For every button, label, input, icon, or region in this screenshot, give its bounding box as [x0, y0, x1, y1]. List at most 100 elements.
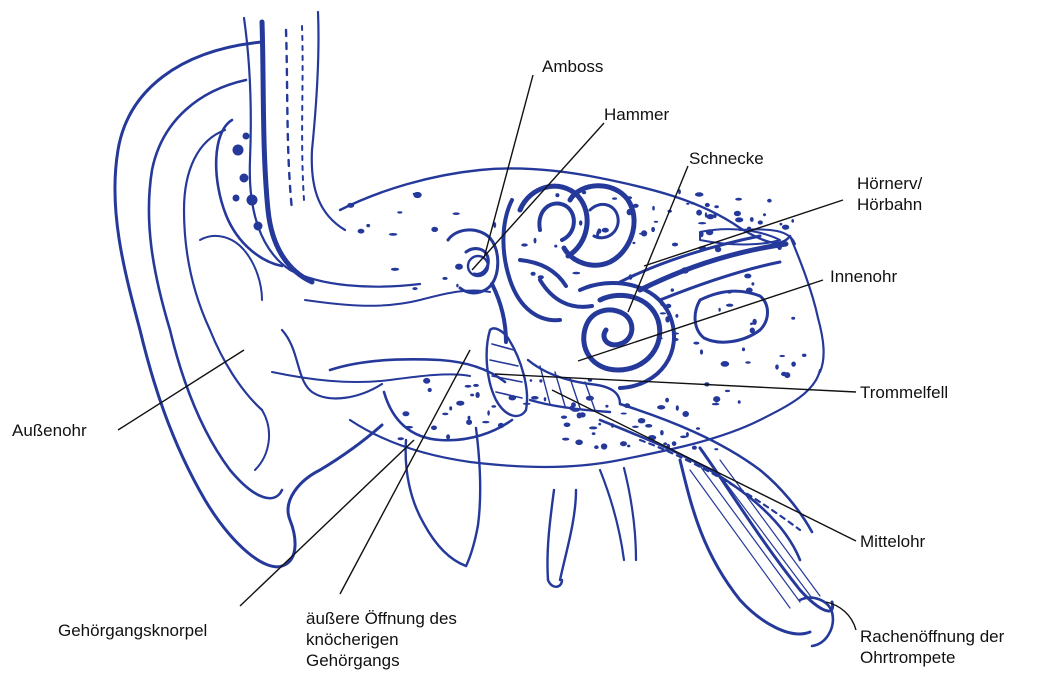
bone-speckle [745, 361, 751, 363]
bone-speckle [735, 217, 743, 222]
bone-speckle [747, 227, 751, 231]
bone-speckle [397, 211, 402, 213]
bone-speckle [676, 405, 679, 411]
bone-speckle [633, 204, 639, 208]
eustachian-tube-drawing [547, 404, 832, 646]
bone-speckle [482, 421, 489, 423]
bone-speckle [456, 284, 458, 288]
label-aussenohr: Außenohr [12, 420, 87, 441]
bone-speckle [412, 287, 417, 290]
bone-speckle [721, 361, 730, 367]
bone-speckle [641, 230, 647, 236]
bone-speckle [680, 436, 687, 439]
bone-speckle [555, 193, 559, 197]
bone-speckle [645, 424, 652, 428]
bone-speckle [750, 328, 755, 334]
bone-speckle [612, 197, 617, 199]
bone-speckle [725, 390, 730, 392]
bone-speckle [627, 196, 633, 199]
bone-speckle [686, 203, 689, 205]
bone-speckle [596, 231, 599, 237]
bone-speckle [672, 243, 678, 247]
bone-speckle [738, 400, 741, 404]
bone-speckle [791, 362, 796, 367]
bone-speckle [714, 448, 718, 450]
bone-speckle [347, 203, 354, 208]
bone-speckle [398, 437, 404, 440]
bone-speckle [366, 224, 370, 227]
bone-speckle [579, 412, 586, 417]
bone-speckle [621, 413, 627, 415]
bone-speckle [487, 410, 490, 415]
bone-speckle [572, 272, 580, 275]
bone-speckle [564, 423, 571, 428]
bone-speckle [423, 378, 430, 384]
label-oeffnung-line3: Gehörgangs [306, 650, 457, 671]
bone-speckle [782, 225, 789, 230]
label-rachen-line2: Ohrtrompete [860, 647, 1004, 668]
bone-speckle [700, 349, 703, 354]
bone-speckle [775, 364, 779, 369]
bone-speckle [465, 385, 472, 388]
bone-speckle [586, 396, 594, 401]
bone-speckle [714, 205, 719, 208]
bone-speckle [654, 221, 658, 223]
bone-speckle [672, 332, 679, 334]
bone-speckle [575, 440, 583, 446]
bone-speckle [572, 409, 580, 412]
bone-speckle [715, 247, 721, 253]
bone-speckle [742, 348, 745, 352]
bone-speckle [539, 379, 542, 382]
bone-speckle [652, 206, 655, 211]
bone-speckle [718, 308, 720, 312]
bone-speckle [561, 416, 567, 419]
label-oeffnung-line2: knöcherigen [306, 629, 457, 650]
bone-speckle [779, 355, 785, 357]
bone-speckle [784, 372, 790, 378]
bone-speckle [727, 290, 732, 293]
bone-speckle [791, 317, 795, 320]
bone-speckle [660, 303, 663, 306]
bone-speckle [638, 418, 646, 423]
bone-speckle [358, 229, 365, 234]
label-hoernerv: Hörnerv/ Hörbahn [857, 173, 922, 215]
label-hammer: Hammer [604, 104, 669, 125]
bone-speckle [601, 443, 607, 449]
bone-speckle [534, 238, 537, 244]
bone-speckle [473, 384, 479, 387]
bone-speckle [632, 426, 639, 428]
leader-mittelohr [552, 390, 856, 541]
bone-speckle [657, 337, 662, 339]
bone-speckle [544, 397, 547, 401]
bone-speckle [758, 220, 763, 224]
bone-speckle [466, 419, 472, 425]
bone-speckle [624, 403, 630, 408]
bone-speckle [726, 304, 733, 307]
bone-speckle [706, 214, 714, 219]
bone-speckle [428, 388, 432, 392]
bone-speckle [431, 227, 438, 232]
bone-speckle [605, 405, 608, 408]
bone-speckle [531, 396, 539, 400]
bone-speckle [620, 441, 627, 446]
bone-speckle [663, 442, 667, 445]
bone-speckle [651, 227, 655, 232]
label-rachen-line1: Rachenöffnung der [860, 626, 1004, 647]
temporal-band-drawing [216, 12, 420, 287]
bone-speckle [705, 203, 710, 207]
temporal-bone-drawing [340, 168, 824, 467]
bone-speckle [660, 430, 664, 435]
bone-speckle [404, 426, 413, 429]
bone-speckle [592, 432, 596, 435]
bone-speckle [693, 342, 699, 345]
label-mittelohr: Mittelohr [860, 531, 925, 552]
bone-speckle [666, 304, 672, 308]
bone-speckle [455, 264, 463, 270]
bone-speckle [498, 423, 504, 428]
bone-speckle [777, 244, 782, 250]
bone-speckle [672, 441, 677, 446]
bone-speckle [413, 193, 416, 195]
bone-speckle [570, 406, 573, 411]
bone-speckle [491, 405, 496, 408]
bone-speckle [791, 219, 794, 223]
